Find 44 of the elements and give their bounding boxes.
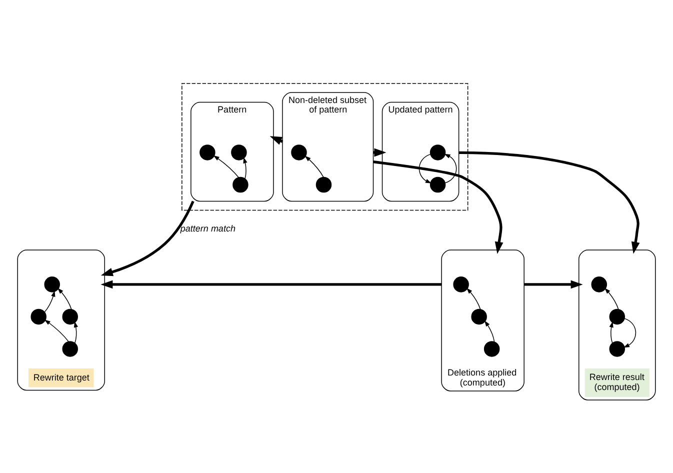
arrow [623, 318, 636, 348]
edge-label: pattern match [180, 223, 236, 234]
arrow [243, 156, 248, 178]
cluster: Rewrite target [17, 249, 105, 390]
node-circle [471, 308, 487, 324]
cluster: Pattern [190, 101, 274, 202]
arrow [484, 320, 495, 342]
arrow [100, 280, 442, 288]
node-circle [44, 276, 60, 292]
node-circle [430, 176, 446, 192]
cluster: Rewrite result (computed) [578, 249, 656, 400]
node-circle [609, 340, 626, 356]
node-circle [232, 176, 248, 192]
node-circle [231, 144, 247, 160]
cluster: Non-deleted subset of pattern [282, 92, 374, 202]
node-circle [200, 144, 216, 160]
arrow [466, 287, 481, 310]
arrow [524, 280, 583, 288]
arrow [604, 287, 619, 310]
arrow [44, 290, 56, 312]
arrow [304, 155, 324, 178]
node-circle [609, 308, 626, 324]
node-circle [30, 308, 46, 324]
node-circle [484, 340, 500, 356]
arrow [373, 160, 504, 254]
arrow [418, 153, 432, 183]
arrow [44, 319, 69, 342]
cluster: Deletions applied (computed) [441, 249, 524, 391]
node-circle [291, 144, 307, 160]
node-circle [62, 308, 78, 324]
node-circle [591, 276, 607, 292]
arrow [213, 154, 239, 178]
arrow [74, 320, 78, 343]
node-circle [316, 176, 332, 192]
arrow [458, 150, 640, 254]
node-circle [430, 144, 446, 160]
arrow [609, 320, 614, 343]
arrow [58, 287, 72, 310]
node-circle [453, 276, 469, 292]
cluster: Updated pattern [382, 101, 460, 202]
arrow [444, 153, 457, 183]
cluster [182, 82, 468, 210]
node-circle [62, 340, 78, 356]
arrow [100, 200, 194, 276]
